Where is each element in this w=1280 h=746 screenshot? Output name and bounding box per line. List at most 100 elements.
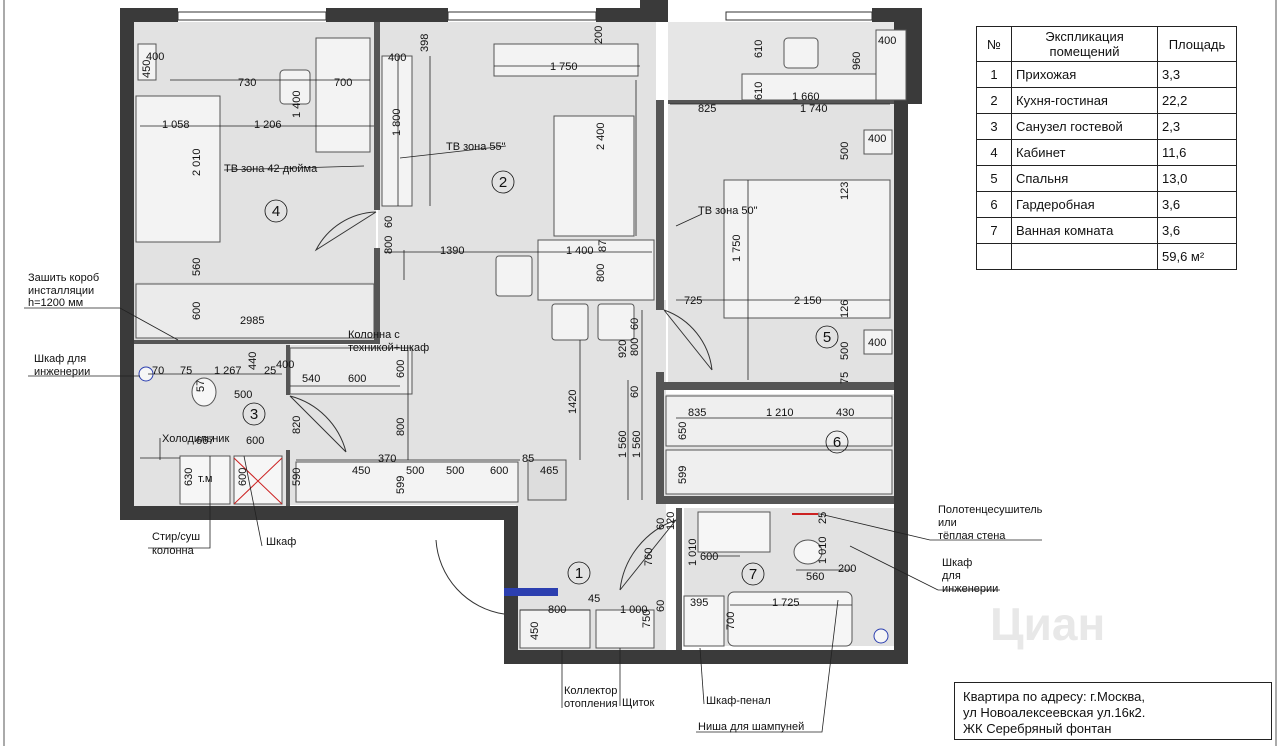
- dimension-label: 600: [490, 465, 508, 477]
- legend-total-row: 59,6 м²: [976, 243, 1237, 270]
- wall-entrance-left: [504, 506, 518, 664]
- room-numbers: [242, 170, 849, 586]
- dimension-label: 70: [152, 365, 164, 377]
- label-tv50: ТВ зона 50": [698, 205, 758, 217]
- sofa-room-4: [135, 95, 221, 243]
- dimension-label: 610: [753, 40, 765, 58]
- dimension-label: 700: [725, 612, 737, 630]
- dimension-label: 200: [838, 563, 856, 575]
- bed-room-5: [723, 179, 891, 319]
- partition-4-bottom: [134, 340, 380, 344]
- dimension-label: 1420: [567, 390, 579, 414]
- note-eng-3: Шкаф: [942, 557, 972, 569]
- label-tv42: ТВ зона 42 дюйма: [224, 163, 318, 175]
- kitchen-counter: [295, 461, 519, 503]
- desk-room-4: [315, 37, 371, 153]
- legend-header-area: Площадь: [1157, 26, 1237, 62]
- wall-top-b: [326, 8, 448, 22]
- room-number-7: 7: [749, 566, 757, 583]
- room-number-1: 1: [575, 565, 583, 582]
- partition-5-6: [664, 382, 894, 390]
- dimension-label: 1390: [440, 245, 464, 257]
- shelf-room-4: [137, 43, 157, 81]
- wall-top-a: [120, 8, 178, 22]
- dimension-label: 450: [141, 60, 153, 78]
- sheet-border: [3, 0, 1277, 746]
- dimension-label: 500: [446, 465, 464, 477]
- note-dryer-1: Стир/суш: [152, 531, 200, 543]
- note-box-2: инсталляции: [28, 285, 94, 297]
- label-column-2: техникой+шкаф: [348, 342, 429, 354]
- dimension-label: 25: [264, 365, 276, 377]
- address-line-2: ул Новоалексеевская ул.16к2.: [963, 705, 1146, 720]
- note-towel-3: тёплая стена: [938, 530, 1006, 542]
- dimension-label: 600: [191, 302, 203, 320]
- dimension-label: 120: [665, 512, 677, 530]
- kitchen-column: [527, 459, 567, 501]
- dimension-label: 820: [291, 416, 303, 434]
- collector-cabinet: [519, 609, 591, 649]
- dimension-label: 500: [406, 465, 424, 477]
- dimension-label: 440: [247, 352, 259, 370]
- dimension-label: 1 750: [550, 61, 578, 73]
- dimension-label: 1 750: [731, 234, 743, 262]
- dimension-label: 200: [593, 26, 605, 44]
- dimension-label: 800: [629, 338, 641, 356]
- chair-room-5: [783, 37, 819, 69]
- note-pencil: Шкаф-пенал: [706, 695, 771, 707]
- partition-5-balcony: [668, 100, 894, 104]
- dimension-label: 400: [276, 359, 294, 371]
- dimension-label: 1 740: [800, 103, 828, 115]
- dimension-label: 87: [597, 240, 609, 252]
- partition-4-2-top: [374, 22, 380, 210]
- dimension-label: 25: [817, 512, 829, 524]
- dimension-label: 1 400: [291, 90, 303, 118]
- column-appliances: [289, 347, 413, 395]
- dimension-label: 370: [378, 453, 396, 465]
- sofa-back-room-2: [493, 43, 639, 77]
- dimension-label: 599: [677, 466, 689, 484]
- dining-chair-1: [495, 255, 533, 297]
- partition-2-5: [656, 100, 664, 310]
- partition-2-6: [656, 372, 664, 504]
- note-panel: Щиток: [622, 697, 654, 709]
- door-room-3: [289, 395, 347, 453]
- dimension-label: 1 560: [631, 430, 643, 458]
- dimension-label: 600: [395, 360, 407, 378]
- dimension-label: 60: [629, 318, 641, 330]
- partition-3-right-bottom: [286, 450, 290, 506]
- room-number-2: 2: [499, 174, 507, 191]
- legend-header-num: №: [976, 26, 1012, 62]
- dimension-label: 398: [419, 34, 431, 52]
- sink-room-7: [697, 511, 771, 553]
- dimension-label: 1 058: [162, 119, 190, 131]
- note-towel-2: или: [938, 517, 957, 529]
- dimension-label: 560: [806, 571, 824, 583]
- entrance-marker: [504, 588, 558, 596]
- dimension-label: 57: [195, 380, 207, 392]
- dimension-label: 835: [688, 407, 706, 419]
- partition-3-right-top: [286, 345, 290, 395]
- dimension-label: 500: [839, 342, 851, 360]
- doors: [289, 211, 713, 615]
- room-number-3: 3: [250, 406, 258, 423]
- room-number-5: 5: [823, 329, 831, 346]
- leader-lines: [24, 145, 1042, 733]
- wall-right: [894, 8, 908, 664]
- furniture-room-1: [504, 588, 655, 649]
- window-room-5: [725, 11, 873, 21]
- label-tm: т.м: [198, 473, 212, 485]
- dimension-label: 1 725: [772, 597, 800, 609]
- dimension-label: 800: [383, 236, 395, 254]
- note-coll-2: отопления: [564, 698, 618, 710]
- label-column: Колонна с: [348, 329, 400, 341]
- room-number-4: 4: [272, 203, 280, 220]
- dimension-label: 600: [700, 551, 718, 563]
- sofa-room-2: [553, 115, 635, 237]
- dining-table: [537, 239, 655, 301]
- toilet-room-7: [793, 539, 823, 565]
